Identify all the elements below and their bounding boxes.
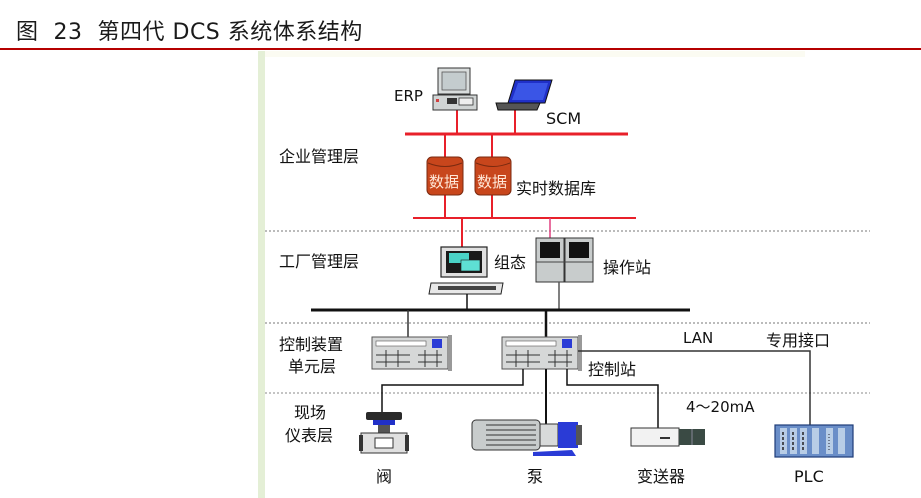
layer-field-label-line1: 现场 <box>294 403 326 422</box>
control-unit-icon-1 <box>371 335 452 371</box>
plc-icon <box>774 424 854 458</box>
plc-interface-wire <box>578 350 811 425</box>
signal-label: 4～20mA <box>686 398 755 416</box>
database-icon-2 <box>474 156 512 196</box>
caption-rule <box>0 48 921 50</box>
lan-label: LAN <box>683 329 713 347</box>
control-unit-icon-2 <box>501 335 582 371</box>
configuration-workstation-icon <box>428 246 504 310</box>
plc-label: PLC <box>794 467 824 486</box>
control-station-label: 控制站 <box>588 360 636 379</box>
layer-control-label-line2: 单元层 <box>288 357 336 376</box>
erp-label: ERP <box>394 87 423 105</box>
layer-field-label-line2: 仪表层 <box>285 426 333 445</box>
pump-icon <box>471 419 582 456</box>
database-1-label: 数据 <box>429 173 459 191</box>
caption-prefix: 图 <box>16 20 39 45</box>
layer-control-label-line1: 控制装置 <box>279 335 343 354</box>
caption-number: 23 <box>53 20 83 45</box>
dedicated-interface-label: 专用接口 <box>766 331 830 350</box>
transmitter-wire <box>566 369 659 430</box>
desktop-computer-icon <box>432 67 478 111</box>
layer-plant-label: 工厂管理层 <box>279 252 359 271</box>
transmitter-label: 变送器 <box>637 467 685 486</box>
operator-station-icon <box>535 237 594 310</box>
transmitter-icon <box>630 427 705 447</box>
operator-station-label: 操作站 <box>603 258 651 277</box>
figure-caption: 图 23 第四代 DCS 系统体系结构 <box>16 14 363 46</box>
caption-title: 第四代 DCS 系统体系结构 <box>97 20 363 45</box>
valve-label: 阀 <box>376 467 392 486</box>
realtime-database-label: 实时数据库 <box>516 179 596 198</box>
layer-enterprise-label: 企业管理层 <box>279 147 359 166</box>
figure-border <box>258 51 265 498</box>
pump-label: 泵 <box>527 467 543 486</box>
valve-icon <box>359 412 409 454</box>
configuration-label: 组态 <box>494 253 526 272</box>
scm-label: SCM <box>546 109 581 128</box>
database-icon-1 <box>426 156 464 196</box>
figure-top-shade <box>265 51 805 57</box>
database-2-label: 数据 <box>477 173 507 191</box>
valve-wire <box>381 369 524 412</box>
laptop-icon <box>495 79 553 111</box>
